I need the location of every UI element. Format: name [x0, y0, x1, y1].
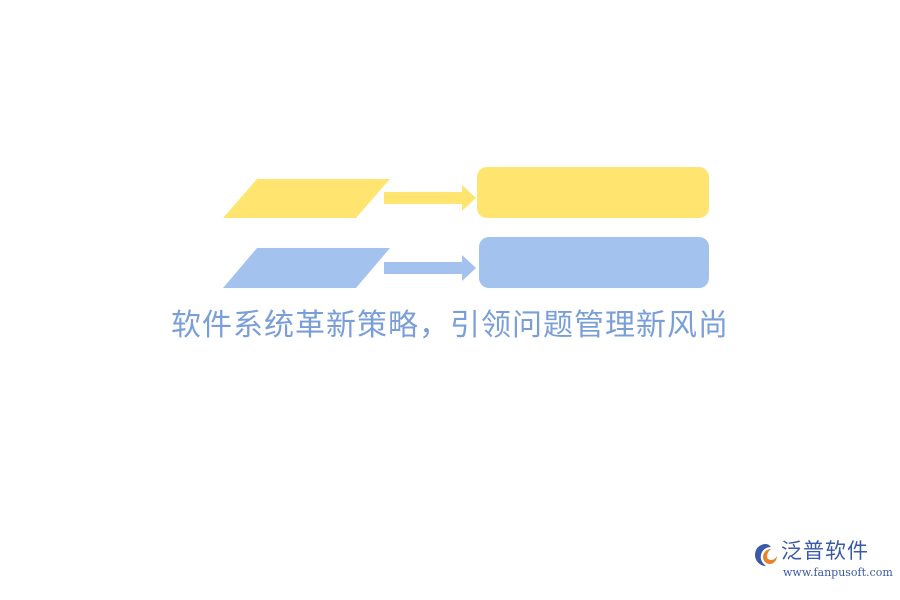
input-parallelogram-2 — [223, 248, 390, 288]
brand-logo-icon — [755, 544, 777, 566]
brand-logo-url: www.fanpusoft.com — [783, 566, 893, 579]
output-box-2 — [479, 237, 709, 288]
arrow-1 — [384, 185, 476, 211]
diagram-title: 软件系统革新策略，引领问题管理新风尚 — [171, 308, 729, 343]
brand-logo: 泛普软件 www.fanpusoft.com — [753, 536, 893, 584]
brand-logo-name: 泛普软件 — [781, 539, 869, 563]
input-parallelogram-1 — [223, 179, 390, 218]
arrow-2 — [384, 255, 476, 281]
output-box-1 — [477, 167, 709, 218]
